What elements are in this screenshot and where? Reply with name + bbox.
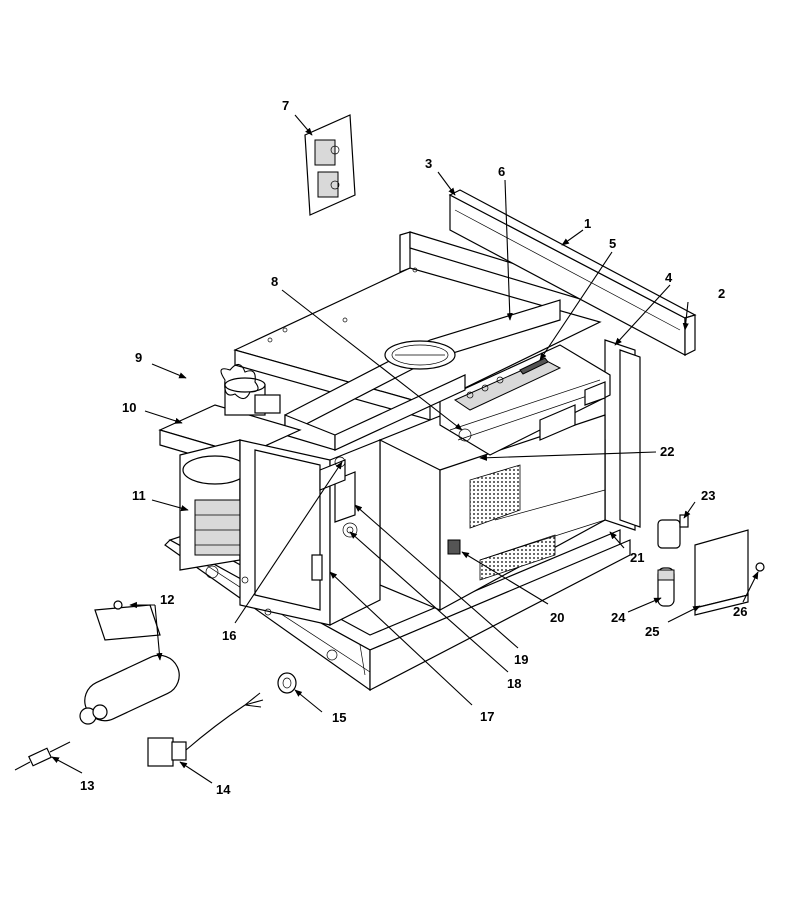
lamp-socket-23 <box>657 514 689 549</box>
callout-1: 1 <box>584 216 591 231</box>
callout-26: 26 <box>733 604 747 619</box>
callout-6: 6 <box>498 164 505 179</box>
callout-11: 11 <box>132 488 146 503</box>
callout-7: 7 <box>282 98 289 113</box>
callout-13: 13 <box>80 778 94 793</box>
callout-24: 24 <box>611 610 626 625</box>
callout-16: 16 <box>222 628 236 643</box>
callout-8: 8 <box>271 274 278 289</box>
callout-25: 25 <box>645 624 659 639</box>
callout-14: 14 <box>216 782 231 797</box>
callout-22: 22 <box>660 444 674 459</box>
latch-plate-7 <box>304 114 356 216</box>
callout-5: 5 <box>609 236 616 251</box>
oven-cavity <box>379 399 606 612</box>
cover-plate-25 <box>694 529 749 616</box>
callout-20: 20 <box>550 610 564 625</box>
diode-13 <box>14 741 71 771</box>
callout-3: 3 <box>425 156 432 171</box>
leader-lines <box>51 114 759 784</box>
callout-9: 9 <box>135 350 142 365</box>
callout-labels: 7 3 6 1 5 4 2 8 9 10 11 12 13 14 15 16 1… <box>80 98 747 797</box>
switch-20 <box>447 539 461 555</box>
callout-4: 4 <box>665 270 673 285</box>
callout-2: 2 <box>718 286 725 301</box>
lamp-24 <box>657 567 675 607</box>
front-bracket <box>239 439 381 626</box>
callout-15: 15 <box>332 710 346 725</box>
rear-frame <box>409 231 641 531</box>
control-panel-trim <box>448 189 697 356</box>
screw-26 <box>755 562 765 572</box>
power-cord-14 <box>147 692 264 767</box>
callout-21: 21 <box>630 550 644 565</box>
callout-23: 23 <box>701 488 715 503</box>
capacitor-12 <box>79 600 180 725</box>
callout-17: 17 <box>480 709 494 724</box>
callout-18: 18 <box>507 676 521 691</box>
callout-10: 10 <box>122 400 136 415</box>
callout-19: 19 <box>514 652 528 667</box>
control-board <box>439 344 611 456</box>
callout-12: 12 <box>160 592 174 607</box>
grommet-15 <box>277 672 297 694</box>
